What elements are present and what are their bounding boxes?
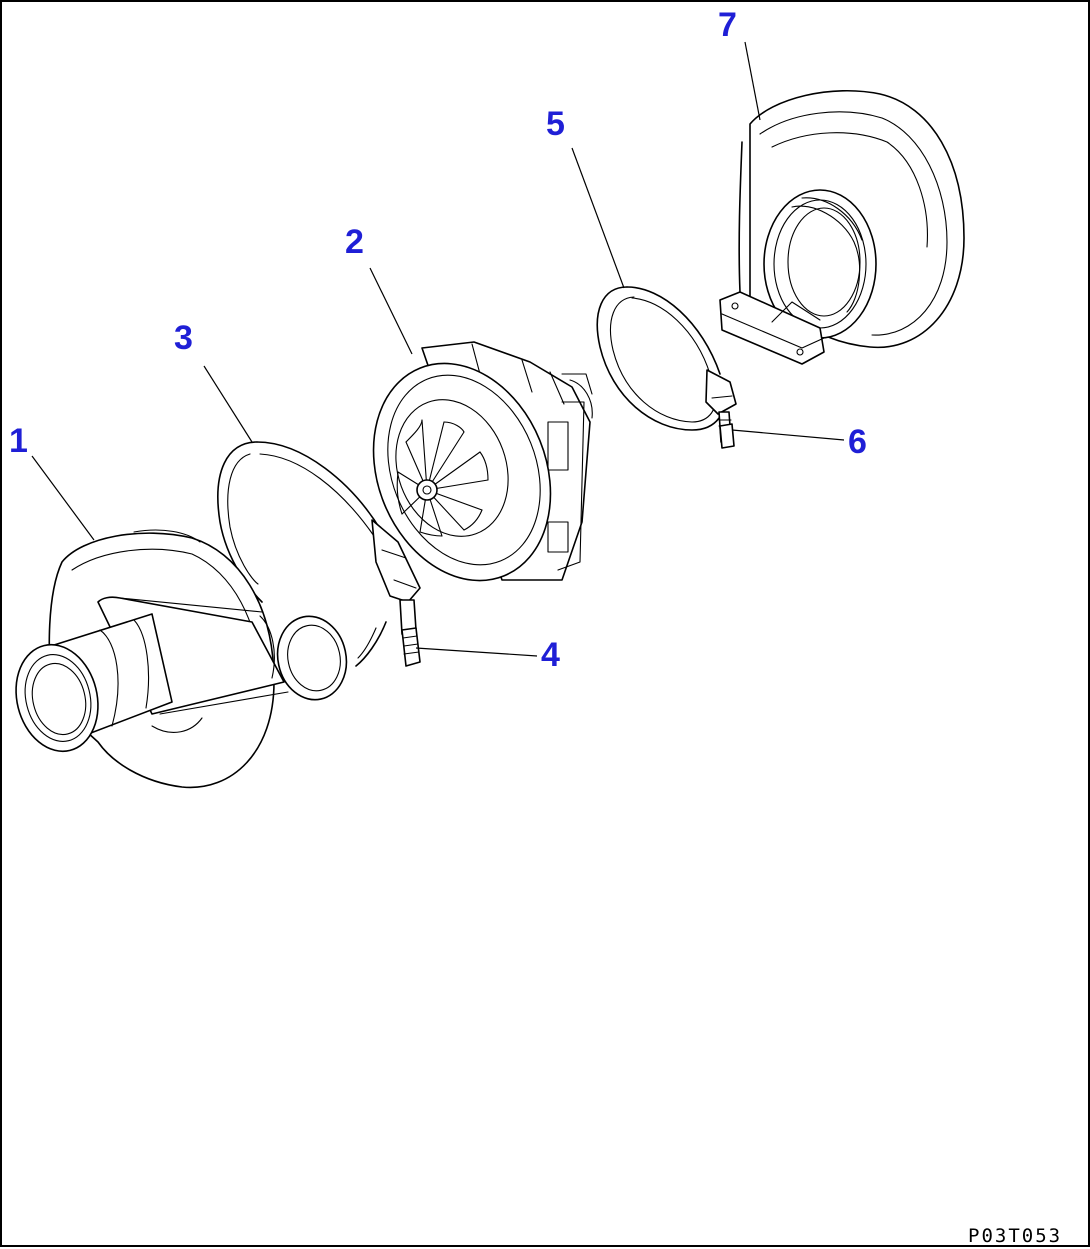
callout-2: 2 [345,223,364,261]
leader-3 [203,365,253,443]
leader-2 [369,267,413,355]
compressor-housing-part [15,529,348,789]
clamp-nut-4-part [401,627,421,667]
leader-7 [744,41,761,121]
leader-lines [31,41,845,657]
callout-labels: 1 2 3 4 5 6 7 [9,6,867,674]
figure-code: P03T053 [968,1225,1062,1247]
leader-4 [415,647,538,657]
callout-3: 3 [174,319,193,357]
v-band-clamp-5-part [596,286,737,443]
turbine-housing-part [719,89,965,365]
callout-4: 4 [541,636,560,674]
leader-5 [571,147,625,289]
leader-1 [31,455,95,541]
callout-7: 7 [718,6,737,44]
callout-6: 6 [848,423,867,461]
leader-6 [731,429,845,441]
clamp-nut-6-part [719,423,735,449]
cartridge-assembly-part [372,341,593,582]
callout-5: 5 [546,105,565,143]
callout-1: 1 [9,422,28,460]
